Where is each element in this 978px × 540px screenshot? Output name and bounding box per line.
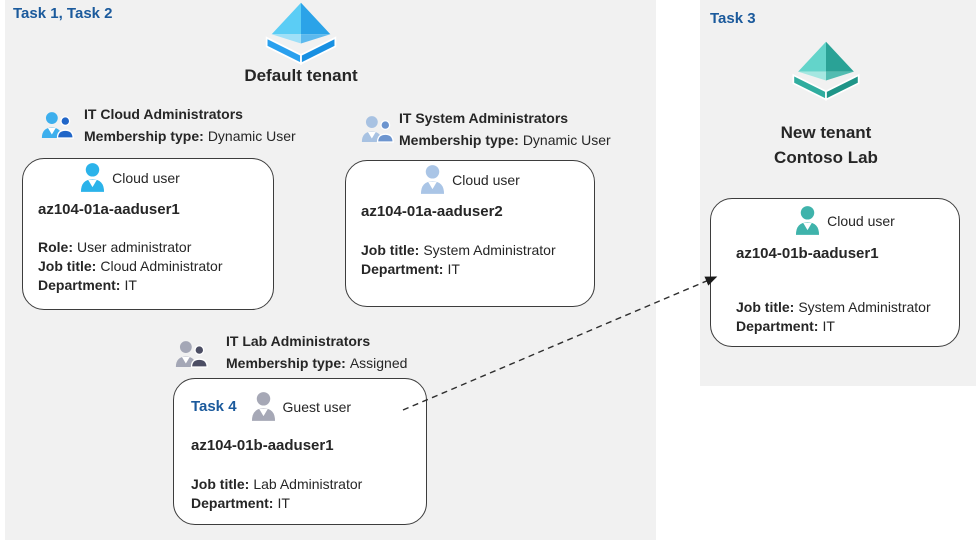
field-value: IT <box>822 318 835 334</box>
new-tenant-title-line1: New tenant <box>780 123 872 142</box>
user-type-label: Guest user <box>282 398 352 415</box>
cloud-user-icon <box>421 165 445 194</box>
guest-user-card-aaduser1b: Task 4 Guest user az104-01b-aaduser1 Job… <box>173 378 427 525</box>
field-value: User administrator <box>77 239 192 255</box>
default-tenant-azure-ad-icon <box>265 2 337 65</box>
membership-type: Membership type:Dynamic User <box>84 125 296 147</box>
field-value: IT <box>124 277 137 293</box>
field-role: Role:User administrator <box>38 238 223 257</box>
membership-value: Assigned <box>349 355 408 371</box>
membership-value: Dynamic User <box>207 128 296 144</box>
user-name: az104-01a-aaduser1 <box>38 201 180 218</box>
user-name: az104-01b-aaduser1 <box>736 245 879 262</box>
membership-type: Membership type:Assigned <box>226 352 407 374</box>
field-value: System Administrator <box>423 242 556 258</box>
field-job-title: Job title:System Administrator <box>361 241 556 260</box>
field-value: Cloud Administrator <box>100 258 223 274</box>
group-title: IT Lab Administrators <box>226 333 371 349</box>
card-header: Cloud user <box>23 162 273 193</box>
guest-user-icon <box>251 392 275 421</box>
new-tenant-azure-ad-icon <box>792 41 860 101</box>
field-label: Department: <box>736 318 819 334</box>
membership-label: Membership type: <box>399 132 519 148</box>
cloud-user-icon <box>796 206 820 235</box>
group-header-lab-admins: IT Lab Administrators Membership type:As… <box>226 330 407 374</box>
field-value: Lab Administrator <box>253 476 363 492</box>
user-type-label: Cloud user <box>452 171 520 188</box>
user-fields: Role:User administrator Job title:Cloud … <box>38 238 223 295</box>
group-icon-lab-admins <box>175 341 208 368</box>
user-name: az104-01b-aaduser1 <box>191 437 334 454</box>
user-name: az104-01a-aaduser2 <box>361 203 503 220</box>
membership-label: Membership type: <box>226 355 346 371</box>
user-card-aaduser2: Cloud user az104-01a-aaduser2 Job title:… <box>345 160 595 307</box>
user-card-aaduser1: Cloud user az104-01a-aaduser1 Role:User … <box>22 158 274 310</box>
cloud-user-icon <box>81 163 105 192</box>
new-tenant-title-line2: Contoso Lab <box>774 148 878 167</box>
membership-type: Membership type:Dynamic User <box>399 129 611 151</box>
field-label: Job title: <box>38 258 97 274</box>
field-department: Department:IT <box>361 260 556 279</box>
field-label: Department: <box>38 277 121 293</box>
field-department: Department:IT <box>736 317 931 336</box>
task-1-2-label: Task 1, Task 2 <box>13 5 113 22</box>
group-icon-cloud-admins <box>41 112 74 139</box>
field-department: Department:IT <box>38 276 223 295</box>
field-job-title: Job title:System Administrator <box>736 298 931 317</box>
user-fields: Job title:System Administrator Departmen… <box>736 298 931 336</box>
field-label: Job title: <box>736 299 795 315</box>
group-icon-system-admins <box>361 116 394 143</box>
user-fields: Job title:Lab Administrator Department:I… <box>191 475 362 513</box>
field-job-title: Job title:Lab Administrator <box>191 475 362 494</box>
field-value: IT <box>277 495 290 511</box>
card-header: Task 4 Guest user <box>174 391 426 422</box>
field-value: IT <box>447 261 460 277</box>
task-3-label: Task 3 <box>710 10 756 27</box>
group-header-system-admins: IT System Administrators Membership type… <box>399 107 611 151</box>
field-label: Department: <box>191 495 274 511</box>
field-label: Department: <box>361 261 444 277</box>
card-header: Cloud user <box>711 205 959 236</box>
new-tenant-user-card: Cloud user az104-01b-aaduser1 Job title:… <box>710 198 960 347</box>
group-header-cloud-admins: IT Cloud Administrators Membership type:… <box>84 103 296 147</box>
user-type-label: Cloud user <box>112 169 180 186</box>
membership-label: Membership type: <box>84 128 204 144</box>
group-title: IT System Administrators <box>399 110 569 126</box>
field-job-title: Job title:Cloud Administrator <box>38 257 223 276</box>
field-label: Job title: <box>361 242 420 258</box>
field-department: Department:IT <box>191 494 362 513</box>
field-label: Job title: <box>191 476 250 492</box>
task-4-label: Task 4 <box>190 398 237 415</box>
field-value: System Administrator <box>798 299 931 315</box>
membership-value: Dynamic User <box>522 132 611 148</box>
default-tenant-title: Default tenant <box>244 66 358 85</box>
card-header: Cloud user <box>346 164 594 195</box>
group-title: IT Cloud Administrators <box>84 106 243 122</box>
user-type-label: Cloud user <box>827 212 895 229</box>
user-fields: Job title:System Administrator Departmen… <box>361 241 556 279</box>
field-label: Role: <box>38 239 73 255</box>
